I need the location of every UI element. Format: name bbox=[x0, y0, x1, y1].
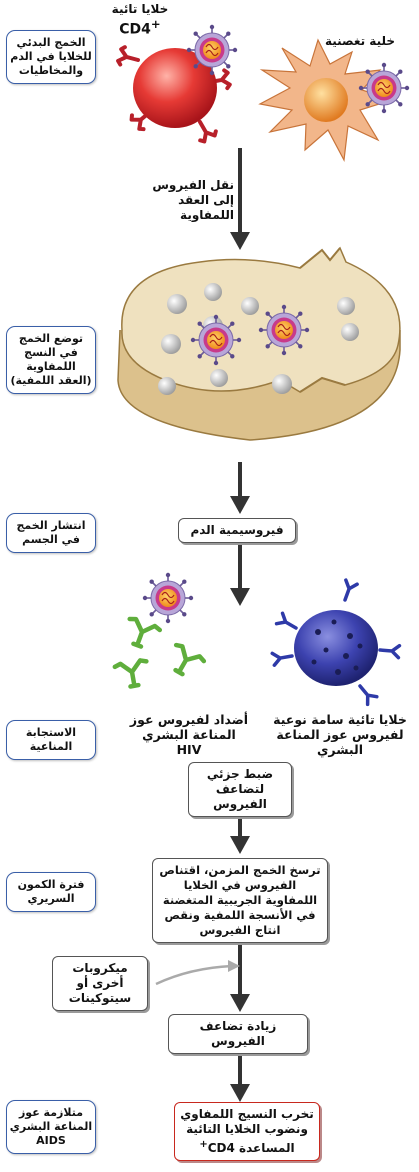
cd4-t-cells-label: خلايا تائية CD4+ bbox=[108, 2, 172, 38]
stage-dissemination: انتشار الخمج في الجسم bbox=[6, 513, 96, 553]
stage-aids-label: متلازمة عوز المناعة البشري AIDS bbox=[9, 1106, 93, 1147]
increased-replication-text: زيادة تضاعف الفيروس bbox=[199, 1019, 277, 1048]
microbes-text: ميكروبات أخرى أو سيتوكينات bbox=[68, 961, 132, 1005]
cd4-t-cells-line2: CD4+ bbox=[108, 17, 172, 38]
cd4-text: CD4 bbox=[119, 21, 151, 38]
stage-primary-infection: الخمج البدئي للخلايا في الدم والمخاطيات bbox=[6, 30, 96, 84]
stage-immune-response: الاستجابة المناعية bbox=[6, 720, 96, 760]
partial-control-text: ضبط جزئي لتضاعف الفيروس bbox=[206, 767, 274, 811]
antibodies-illustration bbox=[115, 571, 205, 689]
stage-dissemination-label: انتشار الخمج في الجسم bbox=[16, 519, 86, 546]
stage-immune-response-label: الاستجابة المناعية bbox=[25, 726, 77, 753]
cytotoxic-t-cell-illustration bbox=[270, 578, 402, 707]
helper-cd4-sup: + bbox=[199, 1139, 208, 1150]
dendritic-cell-illustration bbox=[258, 38, 411, 162]
viremia-box: فيروسيمية الدم bbox=[178, 518, 296, 543]
antibodies-label: أضداد لفيروس عوز المناعة البشري HIV bbox=[129, 712, 249, 757]
chronic-infection-box: ترسخ الخمج المزمن، اقتناص الفيروس في الخ… bbox=[152, 858, 328, 943]
helper-cd4-text: المساعدة CD4 bbox=[207, 1141, 295, 1155]
stage-lymphoid-localization: توضع الخمج في النسج اللمفاوية (العقد الل… bbox=[6, 326, 96, 394]
stage-clinical-latency-label: فترة الكمون السريري bbox=[17, 878, 85, 905]
cd4-t-cells-line1: خلايا تائية bbox=[111, 2, 169, 16]
increased-replication-box: زيادة تضاعف الفيروس bbox=[168, 1014, 308, 1054]
transport-label: نقل الفيروس إلى العقد اللمفاوية bbox=[152, 178, 234, 222]
partial-control-box: ضبط جزئي لتضاعف الفيروس bbox=[188, 762, 292, 817]
ctl-label: خلايا تائية سامة نوعية لفيروس عوز المناع… bbox=[273, 712, 407, 757]
lymph-node-illustration bbox=[117, 246, 401, 441]
chronic-infection-text: ترسخ الخمج المزمن، اقتناص الفيروس في الخ… bbox=[159, 863, 321, 937]
stage-lymphoid-localization-label: توضع الخمج في النسج اللمفاوية (العقد الل… bbox=[10, 332, 92, 387]
cd4-t-cell-illustration bbox=[115, 23, 238, 145]
cd4-sup: + bbox=[150, 17, 161, 31]
viremia-text: فيروسيمية الدم bbox=[190, 523, 284, 537]
stage-primary-infection-label: الخمج البدئي للخلايا في الدم والمخاطيات bbox=[10, 36, 92, 77]
tissue-destruction-box: تخرب النسيج اللمفاوي ونضوب الخلايا التائ… bbox=[174, 1102, 320, 1161]
microbes-box: ميكروبات أخرى أو سيتوكينات bbox=[52, 956, 148, 1011]
stage-aids: متلازمة عوز المناعة البشري AIDS bbox=[6, 1100, 96, 1154]
tissue-destruction-line2: المساعدة CD4+ bbox=[179, 1137, 315, 1156]
dendritic-cell-label: خلية تغصنية bbox=[324, 34, 396, 48]
tissue-destruction-line1: تخرب النسيج اللمفاوي ونضوب الخلايا التائ… bbox=[180, 1107, 314, 1136]
stage-clinical-latency: فترة الكمون السريري bbox=[6, 872, 96, 912]
